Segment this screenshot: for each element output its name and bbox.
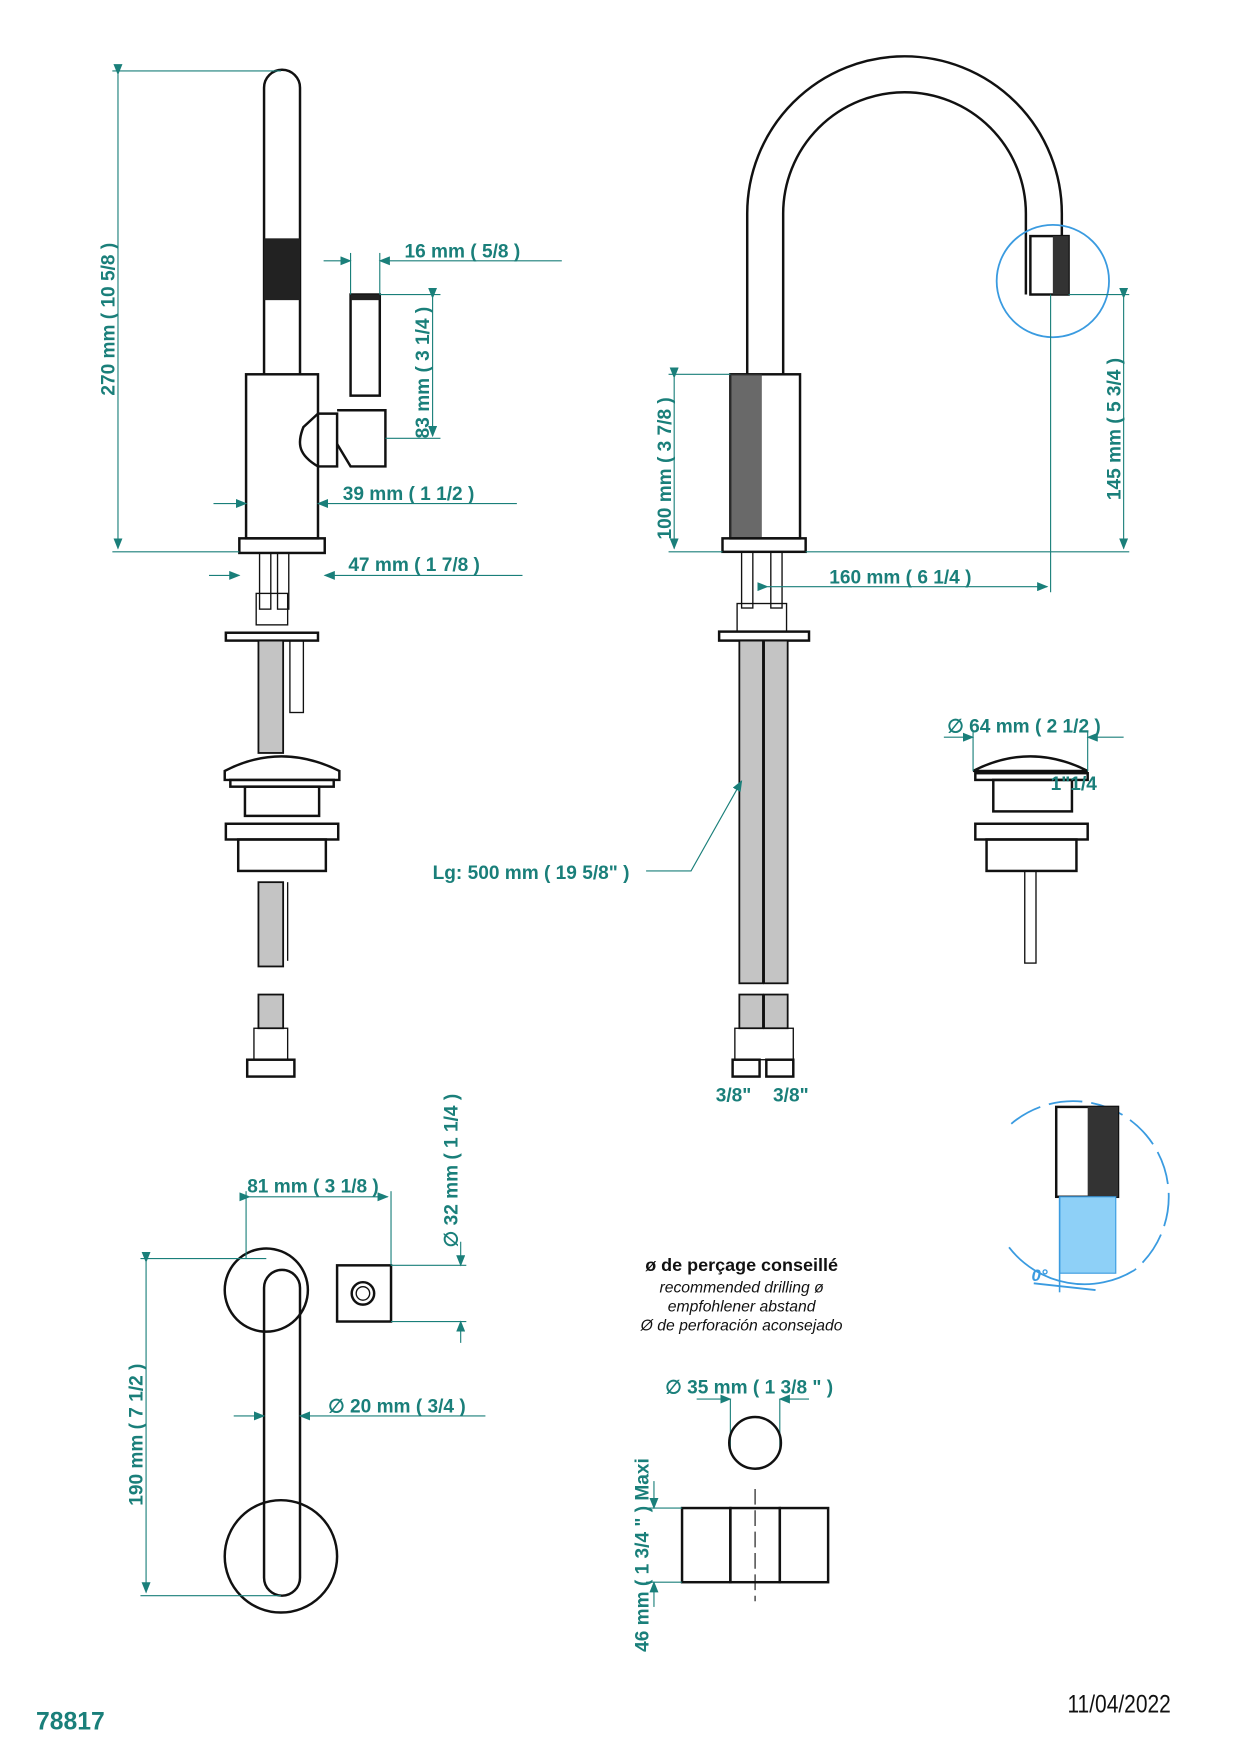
reference-number: 78817 — [36, 1708, 105, 1735]
drilling-line-en: recommended drilling ø — [659, 1279, 824, 1296]
drawing-date: 11/04/2022 — [1067, 1692, 1170, 1719]
handle-length-dimension: 81 mm ( 3 1/8 ) — [247, 1176, 379, 1197]
spout-height-dimension: 145 mm ( 5 3/4 ) — [1104, 358, 1125, 500]
base-diameter-dimension: 47 mm ( 1 7/8 ) — [348, 555, 480, 576]
drilling-title: ø de perçage conseillé — [645, 1255, 838, 1275]
max-thickness-dimension: 46 mm ( 1 3/4 " ) Maxi — [632, 1458, 653, 1652]
drilling-line-es: Ø de perforación aconsejado — [640, 1318, 843, 1335]
angle-label: 0° — [1031, 1266, 1047, 1285]
handle-diameter-dimension: 16 mm ( 5/8 ) — [405, 241, 521, 262]
body-diameter-dimension: 39 mm ( 1 1/2 ) — [343, 484, 475, 505]
waste-diameter-dimension: ∅ 64 mm ( 2 1/2 ) — [947, 717, 1101, 738]
hose-length-label: Lg: 500 mm ( 19 5/8" ) — [433, 863, 630, 884]
connector-right-label: 3/8" — [773, 1085, 809, 1106]
waste-thread-label: 1"1/4 — [1051, 774, 1098, 795]
aerator-detail: 0° — [1008, 1100, 1170, 1293]
waste-view: ∅ 64 mm ( 2 1/2 ) 1"1/4 — [943, 717, 1124, 964]
top-view: 81 mm ( 3 1/8 ) ∅ 32 mm ( 1 1/4 ) ∅ 20 m… — [127, 1094, 486, 1614]
side-view: 270 mm ( 10 5/8 ) 16 mm ( 5/8 ) 83 mm ( … — [99, 64, 562, 1078]
body-height-dimension: 100 mm ( 3 7/8 ) — [655, 397, 676, 539]
hole-diameter-dimension: ∅ 35 mm ( 1 3/8 " ) — [665, 1377, 833, 1398]
drilling-line-de: empfohlener abstand — [668, 1298, 817, 1315]
drilling-section: ø de perçage conseillé recommended drill… — [632, 1255, 842, 1652]
handle-width-dimension: ∅ 32 mm ( 1 1/4 ) — [441, 1094, 462, 1248]
spout-diameter-dimension: ∅ 20 mm ( 3/4 ) — [328, 1397, 466, 1418]
length-dimension: 190 mm ( 7 1/2 ) — [127, 1364, 148, 1506]
reach-dimension: 160 mm ( 6 1/4 ) — [829, 567, 971, 588]
handle-height-dimension: 83 mm ( 3 1/4 ) — [413, 307, 434, 439]
height-dimension: 270 mm ( 10 5/8 ) — [99, 243, 120, 396]
front-view: 100 mm ( 3 7/8 ) 145 mm ( 5 3/4 ) 160 mm… — [433, 55, 1130, 1106]
connector-left-label: 3/8" — [716, 1085, 752, 1106]
